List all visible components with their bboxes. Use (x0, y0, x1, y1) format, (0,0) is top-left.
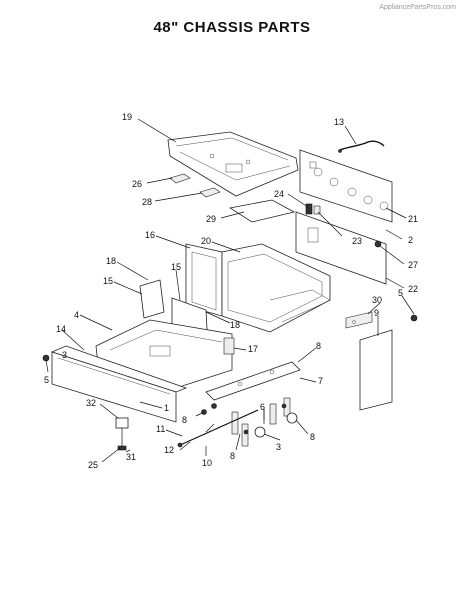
callout-20: 20 (201, 236, 211, 246)
callout-18-top: 18 (106, 256, 116, 266)
callout-labels: 19 26 28 29 13 24 23 21 2 27 22 16 20 18… (44, 112, 418, 470)
part-8-fittings-front (201, 403, 217, 415)
part-32-bracket (115, 417, 129, 451)
callout-11: 11 (156, 424, 165, 434)
callout-8-legs: 8 (310, 432, 315, 442)
callout-15-left: 15 (103, 276, 113, 286)
callout-30: 30 (372, 295, 382, 305)
watermark: AppliancePartsPros.com (379, 4, 456, 11)
callout-19: 19 (122, 112, 132, 122)
callout-22: 22 (408, 284, 418, 294)
part-26-bracket (169, 173, 191, 184)
part-29-panel (228, 199, 296, 223)
callout-7: 7 (318, 376, 323, 386)
callout-28: 28 (142, 197, 152, 207)
part-17-block (223, 337, 235, 355)
callout-3-lower: 3 (276, 442, 281, 452)
callout-8-bottom: 8 (230, 451, 235, 461)
part-30-side-bracket (345, 311, 373, 329)
part-7-rear-rail (205, 361, 301, 401)
part-28-bracket (199, 187, 221, 198)
callout-27: 27 (408, 260, 418, 270)
part-9-side-panel (359, 329, 393, 411)
callout-29: 29 (206, 214, 216, 224)
callout-3-upper: 3 (62, 350, 67, 360)
part-15-pad-upper (139, 279, 165, 319)
callout-31: 31 (126, 452, 136, 462)
callout-14: 14 (56, 324, 66, 334)
callout-4: 4 (74, 310, 79, 320)
callout-24: 24 (274, 189, 284, 199)
callout-26: 26 (132, 179, 142, 189)
callout-5-left: 5 (44, 375, 49, 385)
part-5-screw-right (410, 314, 418, 322)
callout-6: 6 (260, 402, 265, 412)
callout-13: 13 (334, 117, 344, 127)
callout-12: 12 (164, 445, 174, 455)
callout-23: 23 (352, 236, 362, 246)
part-27-fitting (374, 240, 382, 248)
callout-8-mid: 8 (182, 415, 187, 425)
callout-21: 21 (408, 214, 418, 224)
part-24-valve (305, 203, 321, 215)
callout-25: 25 (88, 460, 98, 470)
leader-lines (45, 118, 415, 463)
callout-1: 1 (164, 403, 169, 413)
part-3-casters (254, 412, 298, 438)
callout-15-right: 15 (171, 262, 181, 272)
callout-8-right: 8 (316, 341, 321, 351)
callout-10: 10 (202, 458, 212, 468)
part-2-lower-panel (295, 211, 387, 285)
callout-17: 17 (248, 344, 258, 354)
callout-18-lower: 18 (230, 320, 240, 330)
part-20-oven-frame-right (221, 243, 331, 333)
callout-16: 16 (145, 230, 155, 240)
page-title: 48" CHASSIS PARTS (153, 19, 311, 36)
part-19-top-plate (167, 131, 299, 197)
callout-2: 2 (408, 235, 413, 245)
part-13-tube (338, 140, 385, 153)
part-1-kick-panel (51, 351, 177, 423)
callout-5-right: 5 (398, 288, 403, 298)
callout-9: 9 (374, 308, 379, 318)
part-21-control-panel (299, 149, 393, 223)
part-10-gas-tube (177, 409, 259, 448)
callout-32: 32 (86, 398, 96, 408)
